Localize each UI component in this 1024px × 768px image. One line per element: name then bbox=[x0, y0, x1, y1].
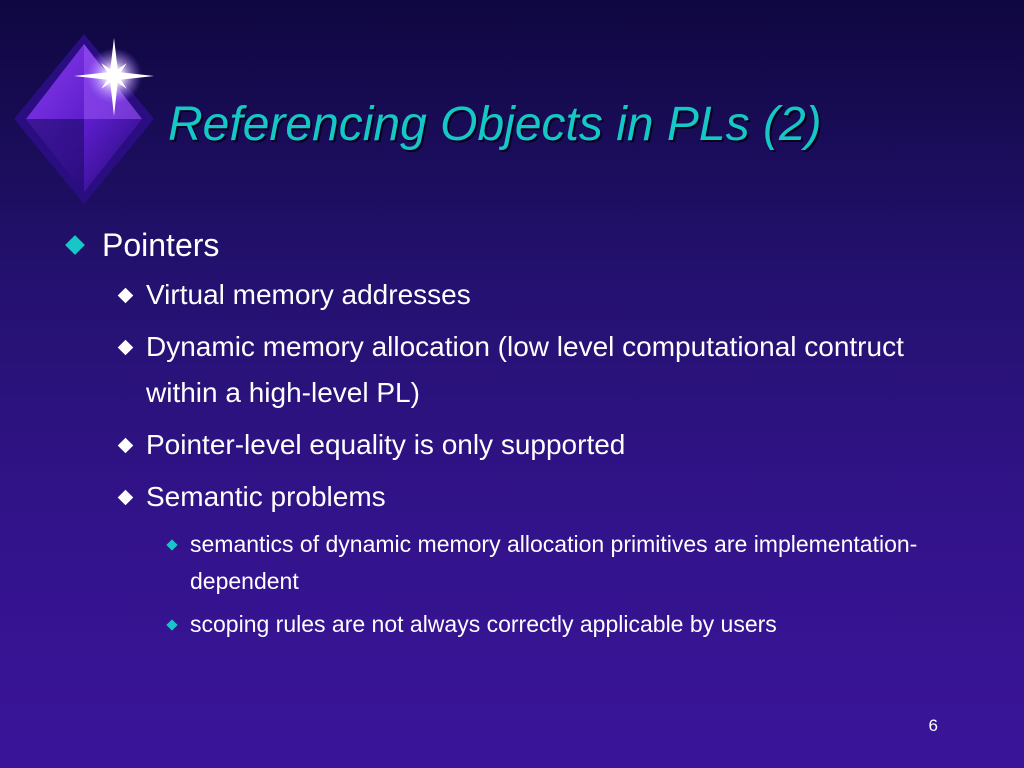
bullet-text: Pointer-level equality is only supported bbox=[146, 429, 626, 460]
diamond-star-logo-icon bbox=[14, 34, 154, 204]
bullet-text: Semantic problems bbox=[146, 481, 386, 512]
bullet-text: Dynamic memory allocation (low level com… bbox=[146, 331, 904, 408]
bullet-text: scoping rules are not always correctly a… bbox=[190, 611, 777, 637]
bullet-list: Pointers Virtual memory addresses Dynami… bbox=[60, 220, 980, 649]
diamond-bullet-icon bbox=[166, 619, 178, 631]
bullet-level3-item: scoping rules are not always correctly a… bbox=[60, 606, 980, 643]
diamond-bullet-icon bbox=[65, 235, 85, 255]
bullet-level2-item: Semantic problems bbox=[60, 474, 980, 520]
diamond-bullet-icon bbox=[117, 489, 134, 506]
bullet-level2-item: Pointer-level equality is only supported bbox=[60, 422, 980, 468]
bullet-level3-item: semantics of dynamic memory allocation p… bbox=[60, 526, 980, 600]
page-number: 6 bbox=[928, 716, 938, 735]
diamond-bullet-icon bbox=[117, 287, 134, 304]
bullet-level1-item: Pointers bbox=[60, 220, 980, 270]
bullet-text: Virtual memory addresses bbox=[146, 279, 471, 310]
diamond-bullet-icon bbox=[117, 437, 134, 454]
bullet-level2-item: Dynamic memory allocation (low level com… bbox=[60, 324, 980, 416]
bullet-text: Pointers bbox=[102, 227, 220, 263]
bullet-text: semantics of dynamic memory allocation p… bbox=[190, 531, 918, 594]
diamond-bullet-icon bbox=[166, 539, 178, 551]
diamond-bullet-icon bbox=[117, 339, 134, 356]
slide-title: Referencing Objects in PLs (2) bbox=[168, 98, 822, 151]
bullet-level2-item: Virtual memory addresses bbox=[60, 272, 980, 318]
